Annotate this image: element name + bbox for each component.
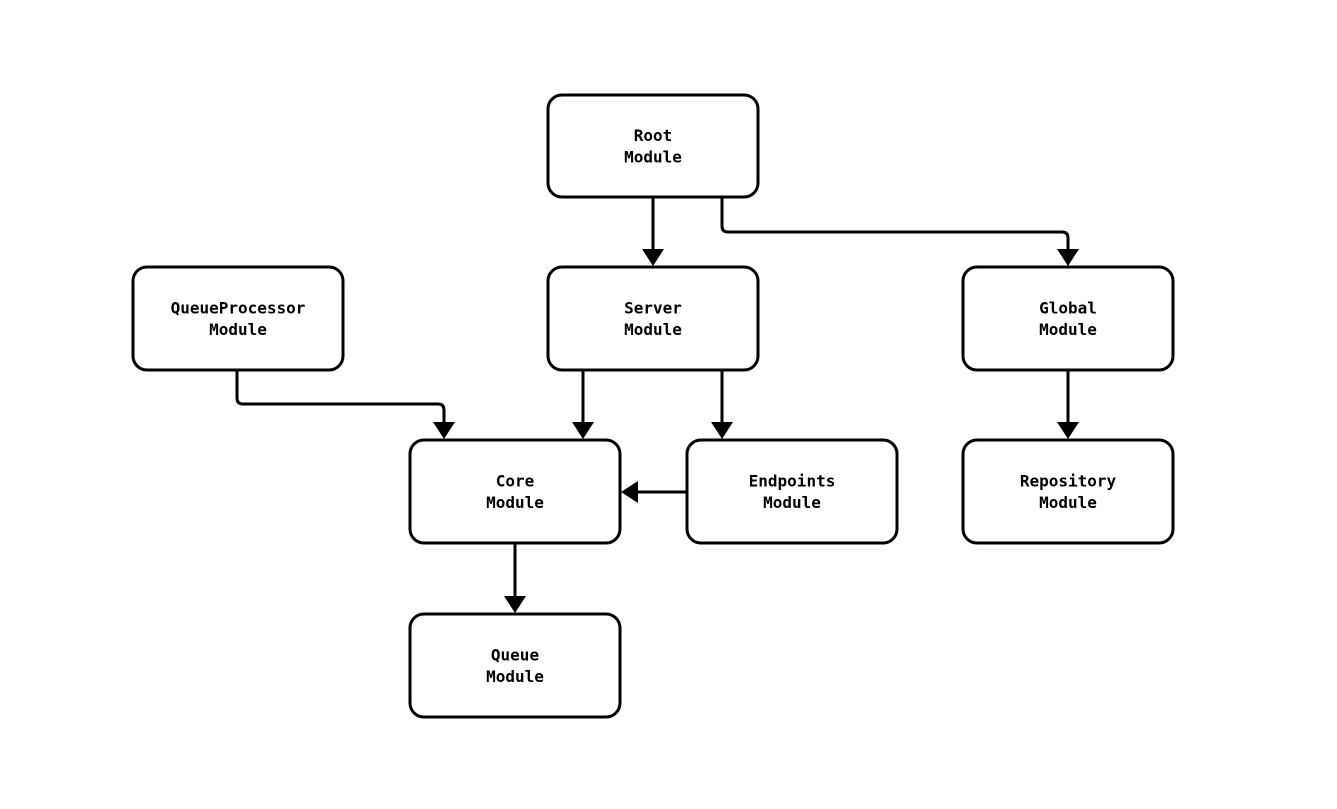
node-label-line2: Module bbox=[1039, 320, 1097, 339]
node-box[interactable] bbox=[961, 265, 1175, 372]
node-box[interactable] bbox=[961, 438, 1175, 545]
node-label-line2: Module bbox=[1039, 493, 1097, 512]
node-label-line2: Module bbox=[624, 320, 682, 339]
node-label-line1: QueueProcessor bbox=[171, 298, 306, 317]
node-box[interactable] bbox=[546, 93, 760, 199]
arrow-head-icon bbox=[433, 422, 455, 439]
edge-queueprocessor-to-core bbox=[235, 370, 455, 439]
arrow-head-icon bbox=[504, 596, 526, 613]
node-box[interactable] bbox=[408, 612, 622, 719]
node-box[interactable] bbox=[685, 438, 899, 545]
arrow-head-icon bbox=[572, 422, 594, 439]
node-label-line2: Module bbox=[486, 493, 544, 512]
edge-line bbox=[720, 197, 1070, 250]
edge-endpoints-to-core bbox=[621, 481, 687, 503]
edge-server-to-endpoints bbox=[711, 370, 733, 439]
node-box[interactable] bbox=[131, 265, 345, 372]
node-label-line1: Endpoints bbox=[749, 471, 836, 490]
edge-root-to-global bbox=[720, 197, 1079, 266]
node-label-line2: Module bbox=[624, 147, 682, 166]
arrow-head-icon bbox=[711, 422, 733, 439]
node-label-line1: Queue bbox=[491, 645, 539, 664]
node-label-line1: Core bbox=[496, 471, 535, 490]
edge-line bbox=[235, 370, 446, 423]
node-label-line1: Global bbox=[1039, 298, 1097, 317]
edge-core-to-queue bbox=[504, 543, 526, 613]
arrow-head-icon bbox=[1057, 249, 1079, 266]
arrow-head-icon bbox=[621, 481, 638, 503]
node-box[interactable] bbox=[408, 438, 622, 545]
node-label-line2: Module bbox=[763, 493, 821, 512]
edge-global-to-repository bbox=[1057, 370, 1079, 439]
node-label-line1: Server bbox=[624, 298, 682, 317]
node-label-line2: Module bbox=[486, 667, 544, 686]
edges-layer bbox=[235, 197, 1079, 613]
node-label-line1: Repository bbox=[1020, 471, 1117, 490]
arrow-head-icon bbox=[642, 249, 664, 266]
node-box[interactable] bbox=[546, 265, 760, 372]
edge-server-to-core bbox=[572, 370, 594, 439]
node-label-line2: Module bbox=[209, 320, 267, 339]
edge-root-to-server bbox=[642, 197, 664, 266]
arrow-head-icon bbox=[1057, 422, 1079, 439]
node-label-line1: Root bbox=[634, 126, 673, 145]
